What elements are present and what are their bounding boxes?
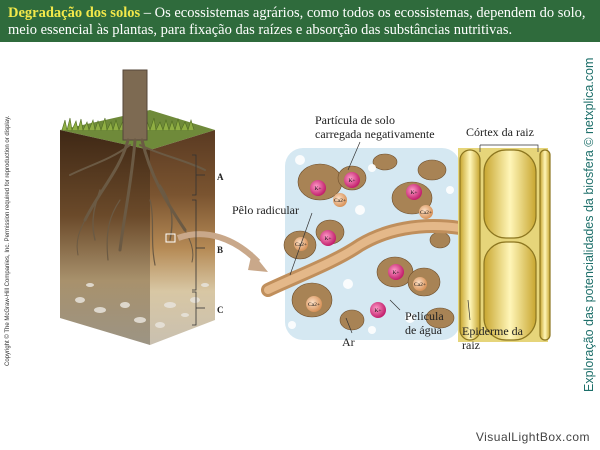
ion-label-k: K+ bbox=[314, 186, 321, 192]
ion-label-ca: Ca2+ bbox=[308, 302, 320, 308]
root-cortex bbox=[458, 148, 551, 342]
ion-label-ca: Ca2+ bbox=[420, 210, 432, 216]
ion-label-k: K+ bbox=[392, 270, 399, 276]
figure-area: A B C bbox=[0, 42, 600, 450]
header-separator: – bbox=[140, 5, 155, 21]
zoom-arrowhead bbox=[248, 252, 268, 272]
air-spaces bbox=[288, 155, 454, 334]
header-title: Degradação dos solos bbox=[8, 5, 141, 21]
magnified-panel: K+ K+ Ca2+ K+ Ca2+ Ca2+ K+ K+ Ca2+ Ca2+ … bbox=[261, 148, 467, 340]
label-soil-particle-2: carregada negativamente bbox=[315, 127, 435, 141]
horizon-label-b: B bbox=[217, 245, 223, 255]
label-epidermis-1: Epiderme da bbox=[462, 324, 524, 338]
ion-label-ca: Ca2+ bbox=[334, 198, 346, 204]
ion-label-k: K+ bbox=[348, 178, 355, 184]
label-water-film-2: de água bbox=[405, 323, 443, 337]
ion-label-k: K+ bbox=[324, 236, 331, 242]
ion-label-ca: Ca2+ bbox=[414, 282, 426, 288]
tree-trunk-and-roots bbox=[69, 69, 206, 266]
horizon-brackets bbox=[192, 154, 205, 326]
ions bbox=[294, 172, 433, 318]
ion-label-k: K+ bbox=[374, 308, 381, 314]
copyright-credit: Copyright © The McGraw-Hill Companies, I… bbox=[5, 115, 11, 366]
label-root-hair: Pêlo radicular bbox=[232, 203, 299, 217]
footer-watermark: VisualLightBox.com bbox=[475, 430, 590, 444]
horizon-label-c: C bbox=[217, 305, 224, 315]
zoom-arrow bbox=[176, 231, 261, 265]
ion-label-k: K+ bbox=[410, 190, 417, 196]
label-cortex: Córtex da raiz bbox=[466, 125, 534, 139]
label-soil-particle-1: Partícula de solo bbox=[315, 113, 395, 127]
soil-diagram: A B C bbox=[60, 69, 551, 352]
label-epidermis-2: raiz bbox=[462, 338, 480, 352]
label-air: Ar bbox=[342, 335, 355, 349]
leader-lines bbox=[289, 141, 539, 334]
soil-profile-block bbox=[60, 110, 215, 345]
label-water-film-1: Película bbox=[405, 309, 444, 323]
horizon-label-a: A bbox=[217, 172, 224, 182]
brand-caption: Exploração das potencialidades da biosfe… bbox=[582, 57, 596, 392]
zoom-marker bbox=[165, 233, 176, 243]
header-banner: Degradação dos solos – Os ecossistemas a… bbox=[0, 0, 600, 42]
header-text: Os ecossistemas agrários, como todos os … bbox=[8, 5, 586, 38]
